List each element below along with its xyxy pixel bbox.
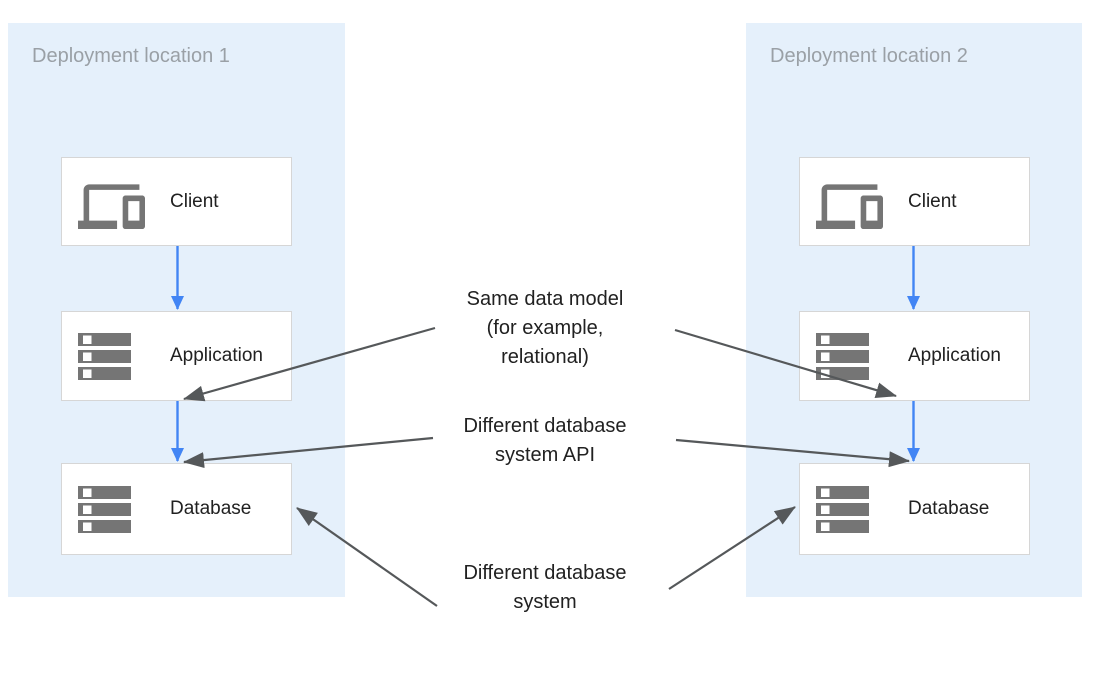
devices-icon <box>78 173 146 230</box>
deployment-location-1-title: Deployment location 1 <box>32 45 230 67</box>
storage-icon <box>78 332 146 380</box>
deployment-location-2-panel: Deployment location 2 Client A <box>746 23 1082 597</box>
node-client-1-label: Client <box>170 190 219 212</box>
node-client-2-label: Client <box>908 190 957 212</box>
node-database-2-label: Database <box>908 498 990 519</box>
storage-icon <box>816 485 884 533</box>
node-database-1: Database <box>61 463 292 555</box>
node-database-1-label: Database <box>170 498 252 519</box>
annotation-same-data-model: Same data model (for example, relational… <box>466 288 624 368</box>
deployment-location-1-panel: Deployment location 1 Client A <box>8 23 345 597</box>
node-application-1-label: Application <box>170 345 263 366</box>
devices-icon <box>816 173 884 230</box>
storage-icon <box>816 332 884 380</box>
node-client-2: Client <box>799 157 1030 246</box>
storage-icon <box>78 485 146 533</box>
node-application-1: Application <box>61 311 292 401</box>
node-database-2: Database <box>799 463 1030 555</box>
annotation-different-db-system: Different database system <box>463 562 627 613</box>
node-client-1: Client <box>61 157 292 246</box>
node-application-2: Application <box>799 311 1030 401</box>
node-application-2-label: Application <box>908 345 1001 366</box>
annotation-different-db-api: Different database system API <box>463 415 627 466</box>
deployment-location-2-title: Deployment location 2 <box>770 45 968 67</box>
